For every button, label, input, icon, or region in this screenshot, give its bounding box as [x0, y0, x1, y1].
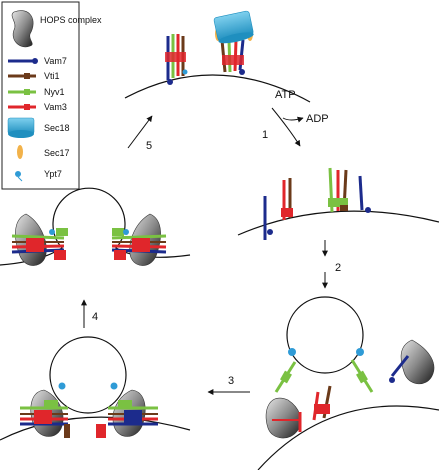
free-vam7 — [263, 196, 273, 240]
vam7-legend-icon — [8, 58, 38, 64]
vacuole-membrane-top — [124, 74, 311, 103]
sec18-legend-icon — [7, 117, 35, 138]
cis-snare-bundle-left — [165, 34, 188, 85]
nyv1-legend-icon — [8, 89, 36, 95]
legend: HOPS complex Vam7 Vti1 Nyv1 Vam3 Sec18 — [1, 1, 102, 190]
fusion-snare-left — [11, 228, 68, 260]
vesicle-bottom-left — [49, 336, 127, 414]
free-vam7-right — [358, 175, 371, 213]
disassembled-snare-state — [237, 167, 439, 240]
vacuole-membrane-bottom-left — [0, 416, 191, 441]
hops-complex-free — [400, 339, 435, 385]
trans-snare-right — [96, 400, 158, 438]
fusion-state — [0, 187, 191, 266]
ypt7-on-vesicle — [288, 348, 364, 356]
step1-number: 1 — [262, 129, 268, 141]
step1-arrow — [271, 107, 301, 147]
tethering-state — [257, 296, 439, 470]
step3-number: 3 — [228, 375, 234, 387]
nyv1-legend-label: Nyv1 — [44, 87, 65, 97]
hops-legend-icon — [11, 10, 34, 48]
cis-snare-state — [124, 10, 311, 103]
atp-label: ATP — [275, 89, 296, 101]
vam7-legend-label: Vam7 — [44, 56, 67, 66]
step4-number: 4 — [92, 311, 98, 323]
free-vam7-bottom-right — [389, 355, 410, 383]
vti1-legend-icon — [8, 73, 36, 79]
fusion-snare-right — [111, 228, 167, 260]
step5-arrow — [127, 115, 153, 149]
membrane-snares-bottom-right — [272, 385, 332, 432]
ypt7-docked — [58, 382, 118, 390]
vesicle-nyv1-right — [350, 359, 374, 393]
hops-complex-bottom-right — [265, 397, 301, 439]
vesicle-nyv1-left — [274, 361, 297, 393]
hops-legend-label: HOPS complex — [40, 15, 102, 25]
step5-number: 5 — [146, 140, 152, 152]
step2-number: 2 — [335, 262, 341, 274]
atp-hydrolysis-curve — [282, 116, 304, 123]
vesicle-bottom-right — [286, 296, 364, 374]
free-vam3-vti1-pair — [281, 178, 293, 220]
docking-state — [0, 336, 191, 441]
ypt7-legend-label: Ypt7 — [44, 169, 62, 179]
sec18-legend-label: Sec18 — [44, 123, 70, 133]
vacuole-membrane-bottom-right — [257, 405, 439, 470]
ypt7-fusion — [49, 229, 129, 235]
vam3-legend-label: Vam3 — [44, 102, 67, 112]
sec18-sec17-bound-complex — [213, 10, 254, 75]
adp-label: ADP — [306, 113, 329, 125]
vti1-legend-label: Vti1 — [44, 71, 60, 81]
sec17-legend-icon — [17, 145, 23, 159]
vacuole-membrane-right — [237, 210, 439, 236]
sec17-legend-label: Sec17 — [44, 148, 70, 158]
free-nyv1-cluster — [328, 167, 348, 213]
trans-snare-left — [20, 400, 70, 438]
ypt7-legend-icon — [15, 171, 23, 182]
vam3-legend-icon — [8, 104, 36, 110]
